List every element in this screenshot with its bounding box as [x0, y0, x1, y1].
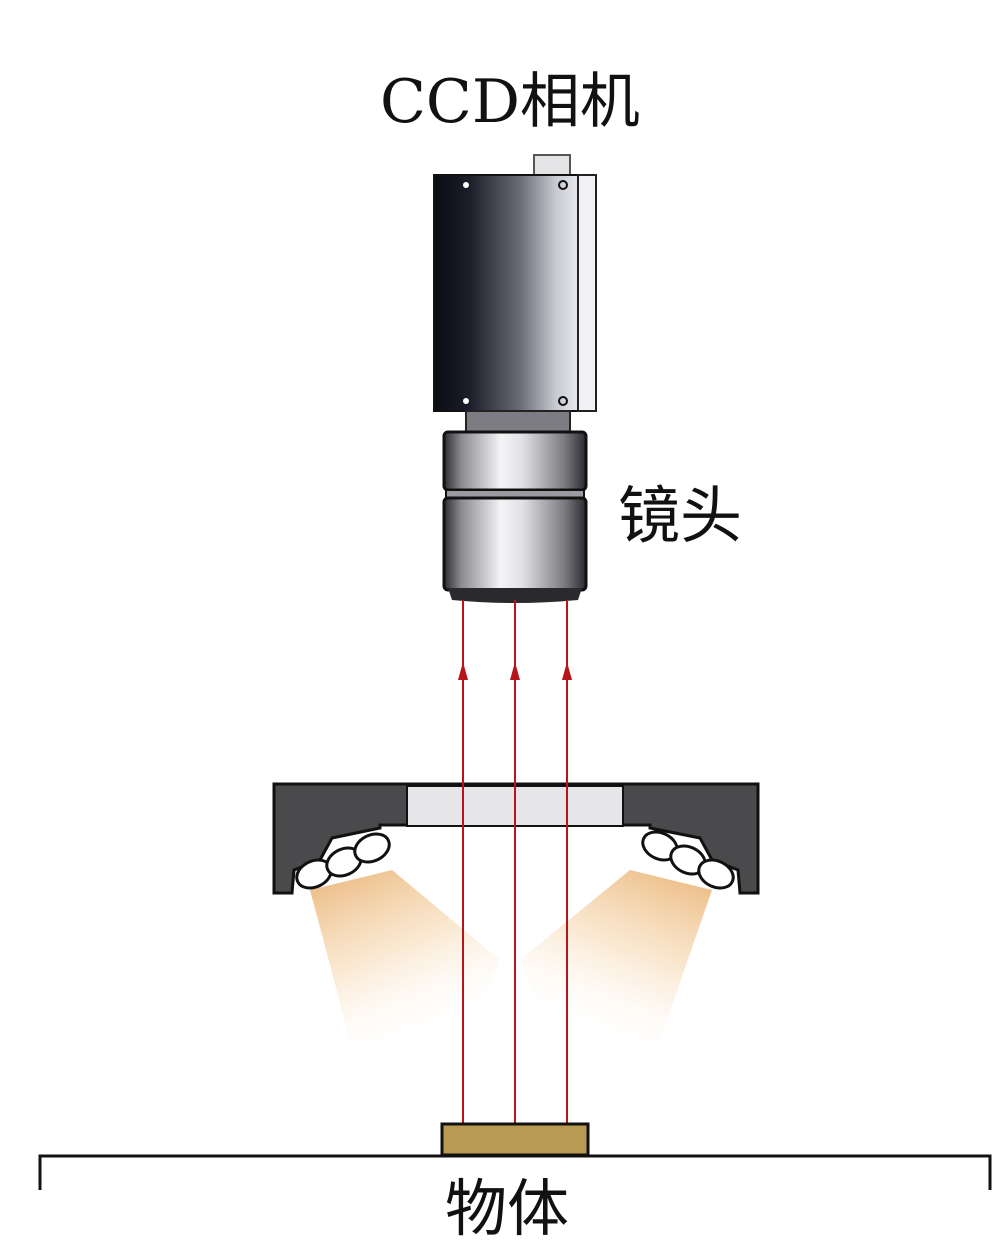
stage-surface: [38, 1154, 992, 1190]
ray-arrow: [458, 662, 468, 680]
camera-screw: [463, 182, 469, 188]
camera-side-panel: [577, 174, 597, 412]
light-beam-left: [310, 870, 500, 1060]
lens-barrel-upper: [442, 430, 588, 492]
object-label: 物体: [445, 1172, 570, 1245]
led-array-right: [641, 830, 735, 890]
camera-mount: [465, 410, 571, 434]
camera-body: [433, 174, 579, 412]
camera-screw: [558, 396, 568, 406]
lens-front-element: [448, 588, 582, 603]
ray-arrow: [562, 662, 572, 680]
ring-light: [272, 782, 760, 895]
lens-barrel-lower: [442, 496, 588, 592]
object-sample: [440, 1122, 590, 1157]
camera-connector: [533, 154, 571, 176]
led-array-left: [295, 832, 391, 890]
led: [697, 858, 735, 890]
led: [353, 832, 391, 864]
camera-screw: [463, 398, 469, 404]
object-stage: [38, 1122, 992, 1190]
ray-arrow: [510, 662, 520, 680]
camera-screw: [558, 180, 568, 190]
ring-light-housing: [272, 782, 760, 895]
light-beam-right: [520, 870, 712, 1060]
light-rays: [458, 600, 572, 1124]
lens-label: 镜头: [618, 479, 743, 552]
light-beams: [310, 870, 712, 1060]
lens: [442, 430, 588, 603]
ccd-camera: [433, 154, 597, 434]
camera-label: CCD相机: [380, 67, 640, 137]
